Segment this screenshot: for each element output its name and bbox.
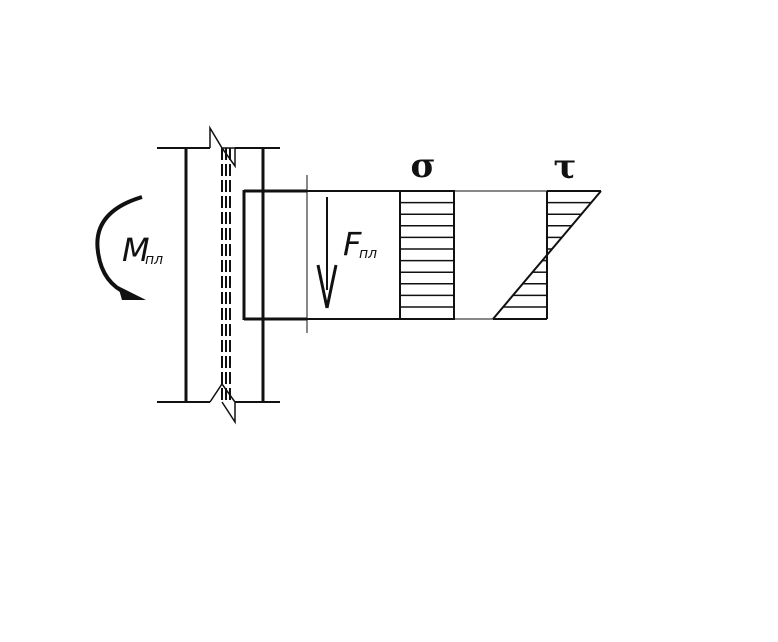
tau-hatching xyxy=(503,201,592,308)
sigma-diagram xyxy=(399,190,455,320)
force-arrowhead-right xyxy=(325,264,338,309)
sigma-hatching xyxy=(400,201,454,308)
sigma-outline xyxy=(399,190,455,320)
force-label-subscript: пл xyxy=(359,246,377,262)
moment-label: M xyxy=(122,231,150,269)
moment-label-subscript: пл xyxy=(145,252,163,268)
moment-arc xyxy=(95,195,143,296)
sigma-label: σ xyxy=(410,146,435,186)
break-line-top xyxy=(209,125,236,169)
break-line-bottom xyxy=(209,382,236,425)
plate xyxy=(242,175,400,333)
force-arrow xyxy=(316,197,338,309)
moment-arrowhead xyxy=(118,286,146,300)
force-arrowhead-left xyxy=(316,264,329,309)
tau-diagram xyxy=(492,190,602,320)
moment-arrow xyxy=(95,195,146,300)
tau-label: τ xyxy=(554,147,577,187)
force-label: F xyxy=(343,225,362,263)
tau-slope-line xyxy=(492,190,602,320)
